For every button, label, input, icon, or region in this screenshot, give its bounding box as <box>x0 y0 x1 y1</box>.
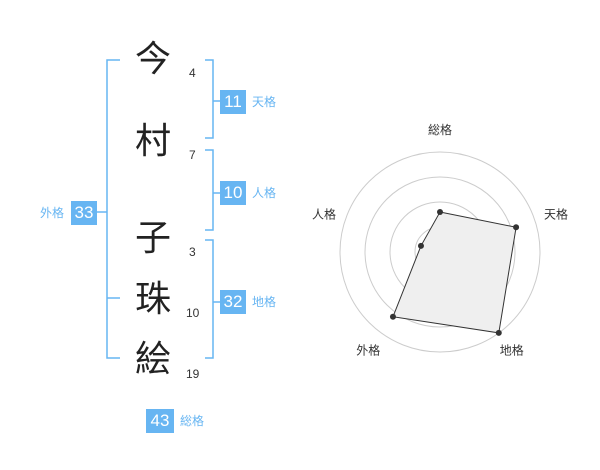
chikaku-label: 地格 <box>252 295 277 309</box>
tenkaku-bracket <box>205 59 214 139</box>
name-char-5: 絵 <box>134 339 171 380</box>
radar-axis-label-0: 総格 <box>428 122 452 137</box>
stroke-count-5: 19 <box>186 367 200 381</box>
gaikaku-label: 外格 <box>40 206 65 220</box>
radar-point-1 <box>513 224 520 231</box>
kaku-brackets <box>97 59 220 359</box>
radar-point-4 <box>417 242 424 249</box>
stroke-count-3: 3 <box>189 245 196 259</box>
radar-point-0 <box>437 209 443 215</box>
jinkaku-bracket <box>205 149 214 231</box>
gaikaku-bracket <box>106 59 120 359</box>
chikaku-value: 32 <box>220 290 246 314</box>
radar-point-3 <box>389 313 396 320</box>
tenkaku-label: 天格 <box>252 95 277 109</box>
gaikaku-value: 33 <box>71 201 97 225</box>
radar-points <box>389 209 520 336</box>
jinkaku-value: 10 <box>220 181 246 205</box>
chikaku-bracket <box>205 239 214 359</box>
name-char-1: 今 <box>134 39 171 80</box>
radar-axis-label-3: 外格 <box>356 343 380 358</box>
name-char-3: 子 <box>134 218 171 259</box>
stroke-count-1: 4 <box>189 66 196 80</box>
soukaku-label: 総格 <box>180 414 205 428</box>
name-char-2: 村 <box>134 121 171 162</box>
radar-point-2 <box>495 329 502 336</box>
radar-ring-4 <box>339 151 541 353</box>
stroke-count-4: 10 <box>186 306 200 320</box>
stroke-count-2: 7 <box>189 148 196 162</box>
tenkaku-value: 11 <box>220 90 246 114</box>
jinkaku-label: 人格 <box>252 186 277 200</box>
radar-axis-label-2: 地格 <box>500 343 524 358</box>
radar-ring-3 <box>364 176 516 328</box>
radar-axis-label-4: 人格 <box>312 206 336 221</box>
radar-area <box>392 211 517 334</box>
name-char-4: 珠 <box>134 279 171 320</box>
radar-axis-label-1: 天格 <box>544 206 568 221</box>
soukaku-value: 43 <box>146 409 174 433</box>
